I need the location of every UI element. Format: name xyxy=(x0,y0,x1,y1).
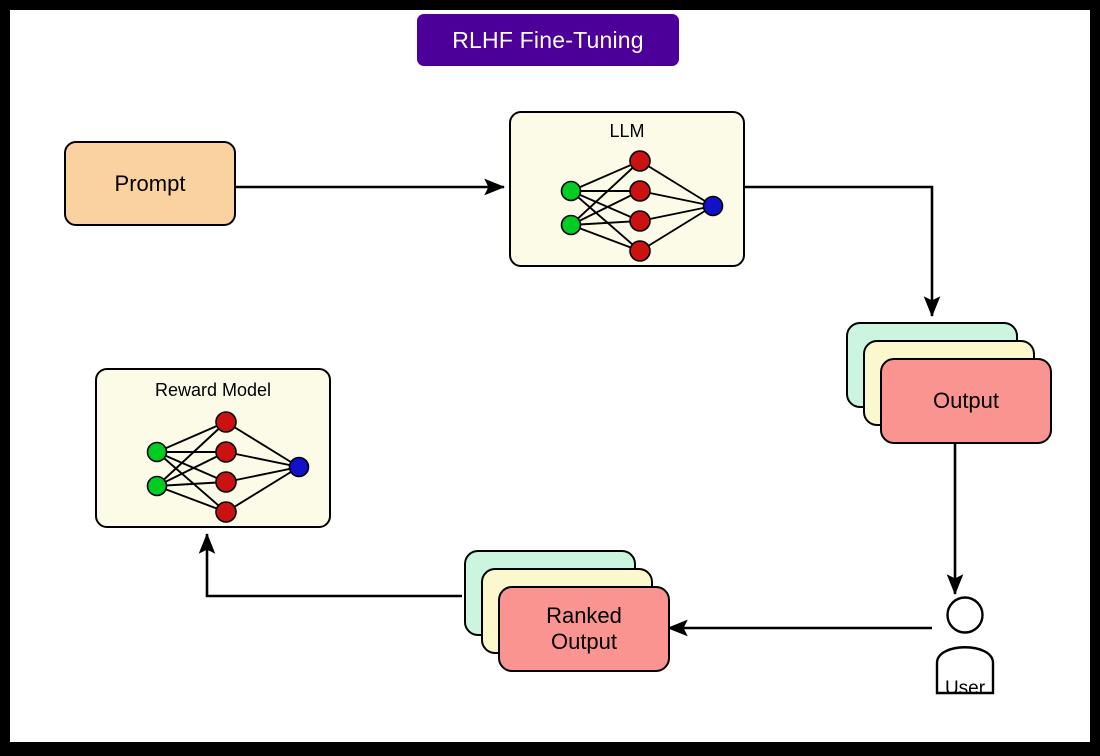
edge-llm-to-output xyxy=(745,185,941,318)
ranked-output-card-front[interactable]: Ranked Output xyxy=(498,586,670,672)
node-ranked-output-label-line2: Output xyxy=(550,629,618,654)
node-ranked-output-label-line1: Ranked xyxy=(546,603,622,628)
node-reward-model[interactable]: Reward Model xyxy=(95,368,331,528)
node-ranked-output-stack[interactable]: Ranked Output xyxy=(464,550,670,674)
page-title: RLHF Fine-Tuning xyxy=(452,26,644,53)
output-card-front[interactable]: Output xyxy=(880,358,1052,444)
node-llm-label: LLM xyxy=(609,121,645,141)
edge-ranked-output-to-reward-model xyxy=(198,532,462,598)
node-output-label: Output xyxy=(932,388,1000,413)
node-prompt[interactable]: Prompt xyxy=(64,141,236,226)
node-llm[interactable]: LLM xyxy=(509,111,745,267)
reward-model-neural-network-icon xyxy=(146,411,310,523)
user-actor-icon[interactable] xyxy=(930,593,1000,698)
diagram-title-badge: RLHF Fine-Tuning xyxy=(417,14,679,66)
node-output-stack[interactable]: Output xyxy=(846,322,1052,446)
node-prompt-label: Prompt xyxy=(114,170,186,196)
user-actor-label: User xyxy=(944,678,986,699)
llm-neural-network-icon xyxy=(560,150,724,262)
node-reward-model-label: Reward Model xyxy=(154,380,272,400)
diagram-canvas: RLHF Fine-Tuning Prompt LLM xyxy=(10,10,1090,742)
